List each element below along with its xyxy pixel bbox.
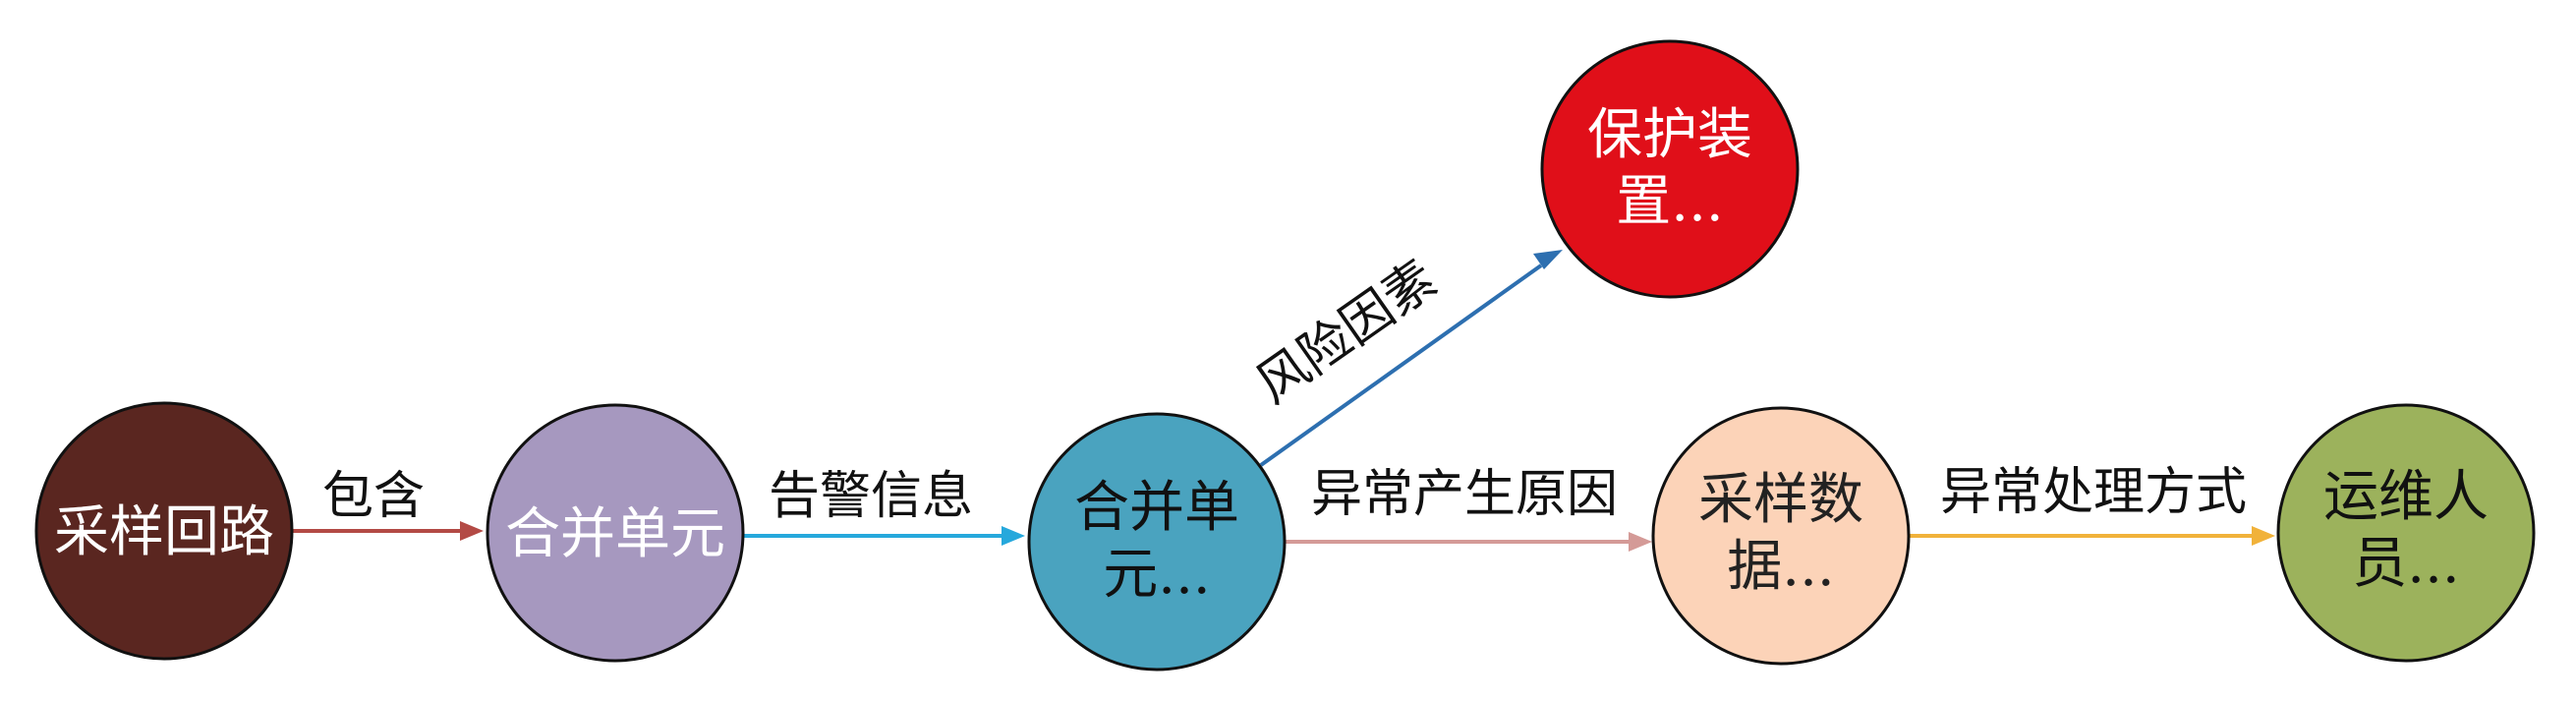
edge-line — [1259, 263, 1543, 467]
node-merging-unit-2: 合并单 元... — [1027, 412, 1287, 672]
arrowhead — [2252, 526, 2275, 546]
node-label-line-1: 运维人 — [2323, 465, 2489, 529]
edge-label-handling-methods: 异常处理方式 — [1940, 463, 2247, 522]
edge-merging-unit-to-protection-device: 风险因素 — [1246, 250, 1563, 467]
node-label-line-1: 合并单 — [1074, 476, 1239, 540]
node-sampling-data: 采样数 据... — [1651, 406, 1911, 666]
arrowhead — [460, 521, 484, 541]
node-circle — [1540, 39, 1800, 299]
edge-sampling-data-to-om-personnel: 异常处理方式 — [1910, 463, 2275, 546]
arrowhead — [1629, 532, 1652, 552]
node-label-line-2: 置... — [1616, 170, 1723, 234]
node-circle — [486, 403, 745, 663]
edge-label-anomaly-causes: 异常产生原因 — [1311, 465, 1618, 524]
node-label-line-1: 保护装 — [1587, 103, 1752, 167]
edge-merging-unit-to-merging-unit-2: 告警信息 — [743, 467, 1025, 546]
nodes: 采样回路 合并单元 合并单 元... 保护装 置... 采样数 据... — [34, 39, 2536, 672]
edge-sampling-loop-to-merging-unit: 包含 — [292, 467, 484, 541]
node-label: 合并单元 — [505, 502, 725, 566]
edge-merging-unit-to-sampling-data: 异常产生原因 — [1285, 465, 1652, 552]
node-merging-unit: 合并单元 — [486, 403, 745, 663]
node-circle — [2276, 403, 2536, 663]
edge-label-risk-factors: 风险因素 — [1246, 250, 1448, 415]
node-circle — [1651, 406, 1911, 666]
node-label-line-2: 员... — [2352, 532, 2459, 596]
edge-label-contains: 包含 — [322, 467, 425, 526]
edge-label-alarm-info: 告警信息 — [769, 467, 973, 526]
arrowhead — [1002, 526, 1025, 546]
node-protection-device: 保护装 置... — [1540, 39, 1800, 299]
node-om-personnel: 运维人 员... — [2276, 403, 2536, 663]
node-sampling-loop: 采样回路 — [34, 401, 294, 661]
node-circle — [1027, 412, 1287, 672]
node-label-line-2: 元... — [1103, 543, 1210, 607]
arrowhead — [1533, 250, 1563, 269]
node-label-line-2: 据... — [1727, 535, 1834, 599]
node-circle — [34, 401, 294, 661]
node-label: 采样回路 — [54, 500, 274, 564]
node-label-line-1: 采样数 — [1698, 468, 1863, 532]
